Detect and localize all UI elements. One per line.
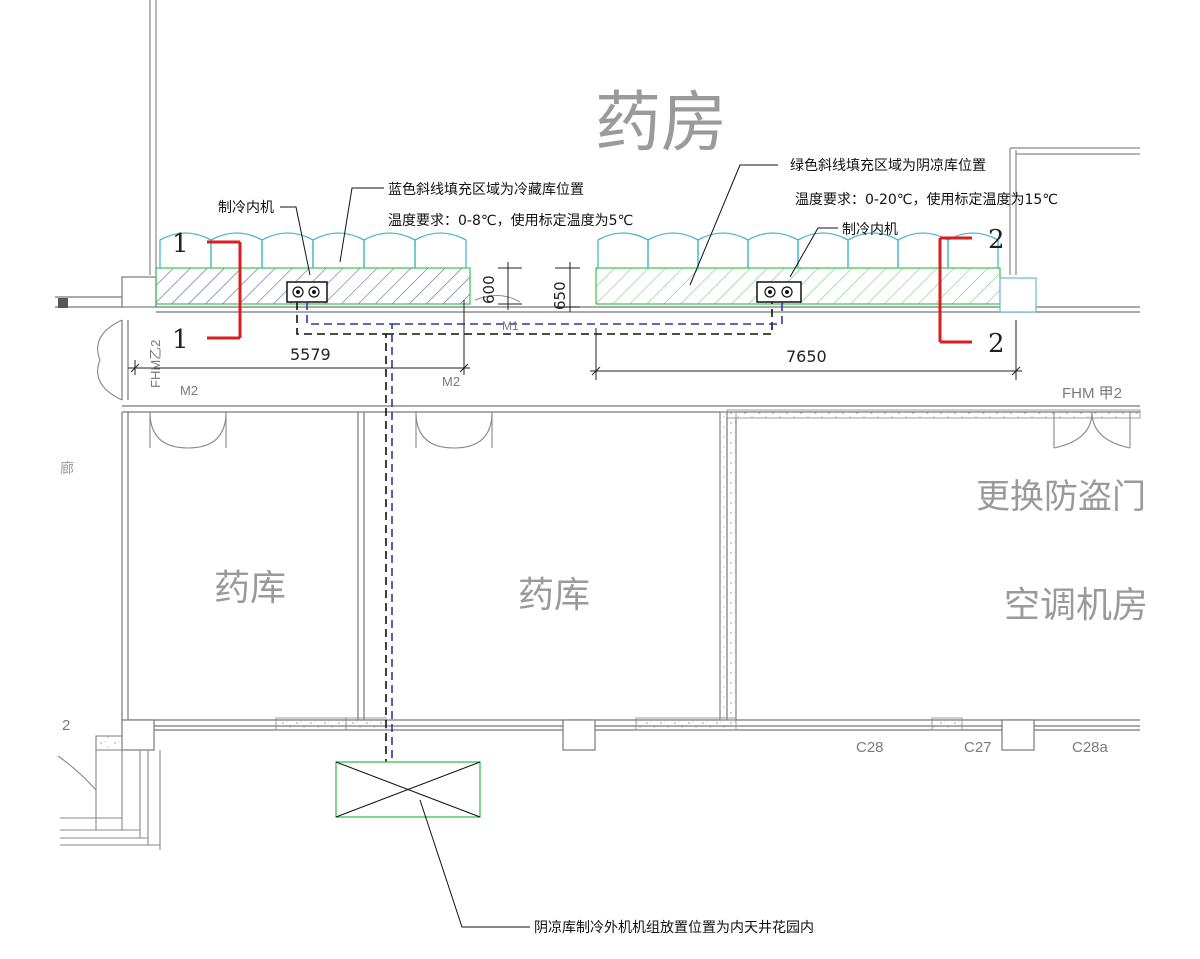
note-green-area: 绿色斜线填充区域为阴凉库位置 [790, 157, 986, 174]
section-1-top: 1 [172, 229, 189, 259]
label-corridor: 廊 [60, 460, 74, 477]
section-2-bottom: 2 [988, 329, 1005, 359]
cool-store-end-box [999, 277, 1037, 313]
indoor-unit-left [286, 281, 328, 303]
ac-room-wall-top [726, 409, 1141, 419]
shelf-arc [647, 232, 699, 268]
shelf-arcs [159, 232, 999, 268]
bottom-wall-speckle-3 [635, 717, 737, 731]
tag-m2-mid: M2 [442, 374, 460, 389]
stair-lines [57, 735, 161, 850]
shelf-arc [363, 232, 416, 268]
section-2-top: 2 [988, 225, 1005, 255]
section-marker-2 [938, 236, 972, 344]
room-label-ac-room: 空调机房 [1004, 585, 1148, 626]
tag-c28: C28 [856, 739, 884, 756]
tag-c27: C27 [964, 739, 992, 756]
shelf-arc [597, 232, 649, 268]
tag-fhm-left: FHM乙2 [148, 340, 163, 388]
shelf-arc [414, 232, 467, 268]
left-wall-speckle [122, 412, 128, 720]
bottom-wall-speckle-4 [931, 717, 963, 731]
tag-fhm-right: FHM 甲2 [1062, 385, 1122, 402]
indoor-unit-right [756, 281, 802, 303]
shelf-arc [312, 232, 365, 268]
note-indoor-unit-left: 制冷内机 [218, 200, 274, 216]
dim-right-width: 7650 [786, 347, 827, 366]
shelf-arc [847, 232, 899, 268]
dimension-lines [128, 262, 1022, 380]
tag-stair-number: 2 [62, 717, 70, 734]
door-fhm-right [1053, 411, 1131, 449]
door-m1 [474, 295, 521, 303]
tag-m1: M1 [502, 319, 519, 333]
bottom-wall-speckle-1 [275, 717, 347, 731]
label-replace-door: 更换防盗门 [976, 477, 1146, 517]
corner-column [121, 719, 155, 751]
shelf-arc [210, 232, 263, 268]
refrigerant-pipe-blue [306, 302, 783, 775]
section-marker-1 [207, 240, 242, 340]
bottom-column-2 [1001, 719, 1035, 751]
shelf-arc [947, 232, 999, 268]
note-green-temp: 温度要求：0-20℃，使用标定温度为15℃ [795, 191, 1058, 208]
note-outdoor-unit: 阴凉库制冷外机机组放置位置为内天井花园内 [534, 920, 814, 936]
note-leader-lines [280, 164, 838, 286]
column-left [58, 298, 68, 308]
refrigerant-pipe-black [296, 302, 773, 775]
dim-depth-right: 650 [551, 281, 569, 310]
tag-m2-left: M2 [180, 383, 198, 398]
shelf-arc [697, 232, 749, 268]
note-indoor-unit-right: 制冷内机 [842, 222, 898, 238]
shelf-arc [747, 232, 799, 268]
door-m2-mid [415, 411, 493, 449]
note-blue-temp: 温度要求：0-8℃，使用标定温度为5℃ [388, 212, 633, 229]
room-label-store-left: 药库 [214, 568, 286, 609]
bottom-wall-speckle-2 [345, 717, 387, 731]
dim-depth-left: 600 [480, 275, 498, 304]
door-fhm-left [97, 319, 123, 401]
pharmacy-walls [149, 0, 1140, 275]
outdoor-leader-line [419, 799, 530, 928]
note-blue-area: 蓝色斜线填充区域为冷藏库位置 [388, 181, 584, 198]
dim-left-width: 5579 [290, 345, 331, 364]
outdoor-unit [335, 761, 481, 818]
tag-c28a: C28a [1072, 739, 1109, 756]
bottom-column-1 [562, 719, 596, 751]
room-label-store-mid: 药库 [518, 575, 590, 616]
room-label-pharmacy: 药房 [595, 84, 727, 161]
section-1-bottom: 1 [172, 325, 189, 355]
door-m2-left [149, 411, 227, 449]
ac-room-wall-left [719, 411, 737, 721]
